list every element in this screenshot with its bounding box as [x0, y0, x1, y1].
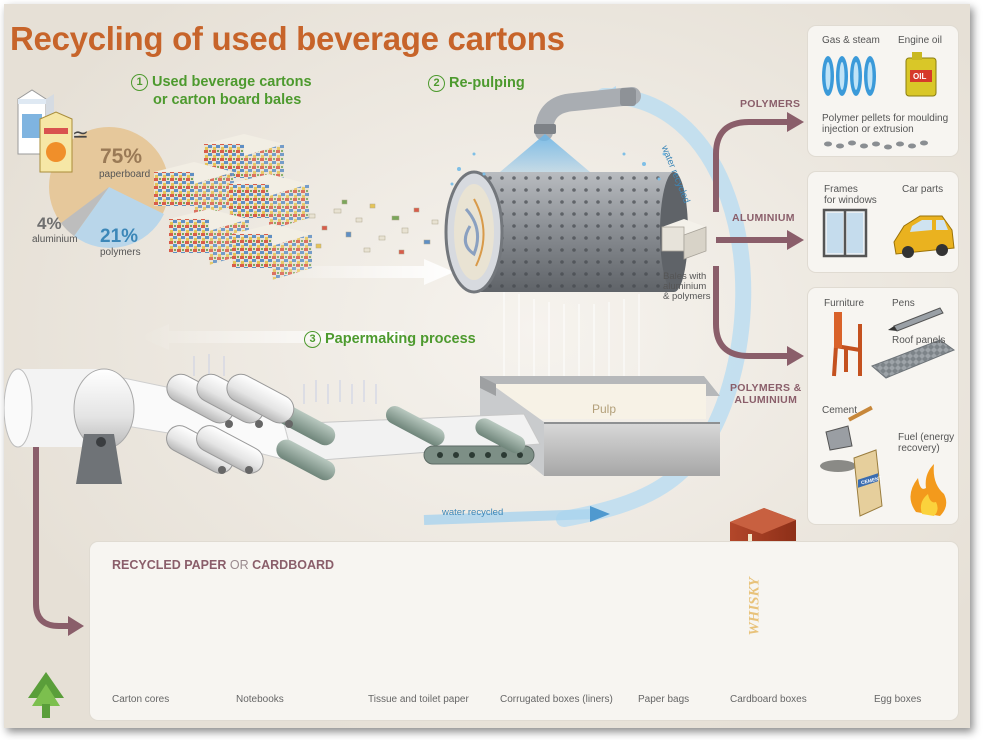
output-bale	[661, 219, 707, 260]
cement-label: Cement	[822, 405, 858, 416]
product-label-carton-cores: Carton cores	[112, 694, 170, 705]
heading-part2: CARDBOARD	[252, 558, 335, 572]
flow-arrow-left	[139, 324, 404, 350]
car-parts-label: Car parts	[902, 184, 944, 195]
polymers-aluminium-category-label: POLYMERS & ALUMINIUM	[730, 382, 801, 406]
cement-bag-icon	[853, 449, 883, 517]
product-label-notebooks: Notebooks	[236, 694, 284, 705]
pellets-label: Polymer pellets for moulding injection o…	[822, 113, 948, 135]
fuel-line2: recovery)	[898, 443, 940, 454]
whisky-box-text: WHISKY	[746, 577, 763, 636]
gas-steam-label: Gas & steam	[822, 35, 880, 46]
bales-line2: aluminium	[663, 281, 707, 292]
polymers-aluminium-line1: POLYMERS &	[730, 382, 802, 394]
paper-machine	[4, 354, 541, 484]
flow-arrow-right	[274, 259, 454, 285]
car-icon	[893, 215, 955, 258]
aluminium-category-label: ALUMINIUM	[732, 212, 795, 224]
output-icons	[820, 52, 956, 517]
composition-pie	[49, 127, 169, 248]
heading-part1: RECYCLED PAPER	[112, 558, 227, 572]
chair-icon	[832, 312, 862, 377]
furniture-label: Furniture	[824, 298, 865, 309]
product-label-egg-boxes: Egg boxes	[874, 694, 922, 705]
pulp-label: Pulp	[592, 402, 617, 416]
step-3-number: 3	[304, 331, 321, 348]
step-2-text: Re-pulping	[449, 75, 525, 91]
trowel-icon	[820, 405, 873, 472]
aluminium-label: aluminium	[32, 234, 78, 245]
recycled-products-heading: RECYCLED PAPER OR CARDBOARD	[112, 558, 334, 572]
polymers-category-label: POLYMERS	[740, 98, 801, 110]
bales-line3: & polymers	[663, 291, 711, 302]
bales-label: Bales with aluminium & polymers	[663, 272, 711, 302]
fire-icon	[910, 464, 947, 516]
bales-line1: Bales with	[663, 271, 707, 282]
approx-symbol: ≃	[72, 124, 89, 146]
recycled-paper-panel	[90, 542, 958, 720]
engine-oil-label: Engine oil	[898, 35, 942, 46]
water-droplets	[450, 152, 666, 186]
fuel-line1: Fuel (energy	[898, 432, 955, 443]
repulping-drum	[444, 170, 688, 294]
juice-carton-icon	[39, 111, 73, 173]
product-label-tissue: Tissue and toilet paper	[368, 694, 469, 705]
frames-label: Frames for windows	[824, 184, 877, 206]
window-icon	[822, 208, 868, 258]
step-1-number: 1	[131, 74, 148, 91]
page-title: Recycling of used beverage cartons	[10, 20, 565, 57]
step-1-line2: or carton board bales	[153, 92, 302, 108]
aluminium-percent: 4%	[37, 214, 62, 233]
pellets-line1: Polymer pellets for moulding	[822, 113, 949, 124]
polymers-label: polymers	[100, 247, 141, 258]
product-label-corrugated: Corrugated boxes (liners)	[500, 694, 613, 705]
polymers-aluminium-line2: ALUMINIUM	[734, 394, 798, 406]
paperboard-percent: 75%	[100, 145, 143, 168]
polymers-percent: 21%	[100, 226, 139, 247]
carton-shreds	[308, 199, 439, 255]
pellets-icon	[824, 140, 928, 150]
oil-can-text: OIL	[913, 72, 927, 81]
pellets-line2: injection or extrusion	[822, 124, 914, 135]
pen-icon	[888, 307, 944, 332]
frames-line2: for windows	[824, 195, 877, 206]
pens-label: Pens	[892, 298, 915, 309]
step-1-line1: Used beverage cartons	[152, 74, 312, 90]
paperboard-label: paperboard	[99, 169, 151, 180]
product-label-paper-bags: Paper bags	[638, 694, 690, 705]
oil-can-icon	[905, 52, 937, 97]
frames-line1: Frames	[824, 184, 858, 195]
roof-panels-label: Roof panels	[892, 335, 946, 346]
water-recycled-bottom-label: water recycled	[442, 507, 504, 518]
product-label-cardboard-boxes: Cardboard boxes	[730, 694, 807, 705]
output-arrows	[33, 119, 789, 629]
roof-panel-icon	[871, 339, 956, 379]
step-2-number: 2	[428, 75, 445, 92]
step-3-text: Papermaking process	[325, 331, 476, 347]
heading-or: OR	[229, 558, 249, 572]
flame-icon	[822, 56, 876, 96]
fuel-label: Fuel (energy recovery)	[898, 432, 954, 454]
logo-icon	[28, 672, 64, 718]
pulp-drain	[503, 289, 640, 384]
